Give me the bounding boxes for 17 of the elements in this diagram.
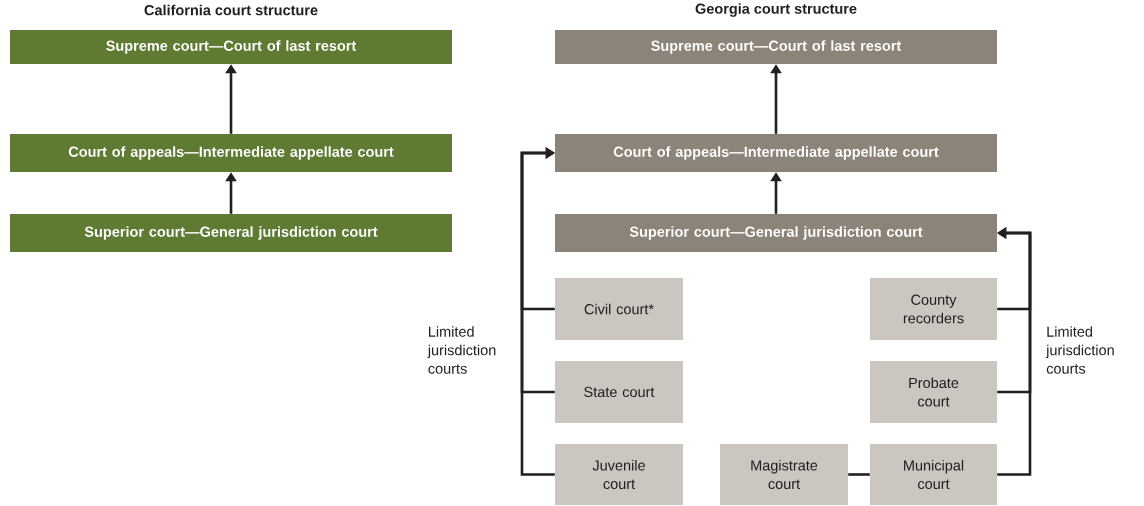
court-box: Supreme court—Court of last resort — [555, 30, 997, 64]
court-box: Superior court—General jurisdiction court — [555, 214, 997, 252]
chart-title: California court structure — [144, 4, 318, 16]
court-box: Civil court* — [555, 278, 683, 340]
court-box: Superior court—General jurisdiction court — [10, 214, 452, 252]
arrow — [520, 147, 555, 476]
court-box: Magistrate court — [720, 444, 848, 505]
court-box: Juvenile court — [555, 444, 683, 505]
group-label: Limited jurisdiction courts — [427, 326, 496, 374]
court-box: Supreme court—Court of last resort — [10, 30, 452, 64]
court-box: Court of appeals—Intermediate appellate court — [10, 134, 452, 172]
court-box: Court of appeals—Intermediate appellate court — [555, 134, 997, 172]
court-box: Probate court — [870, 361, 997, 423]
group-label: Limited jurisdiction courts — [1045, 326, 1114, 374]
court-box: County recorders — [870, 278, 997, 340]
court-box: State court — [555, 361, 683, 423]
court-box: Municipal court — [870, 444, 997, 505]
